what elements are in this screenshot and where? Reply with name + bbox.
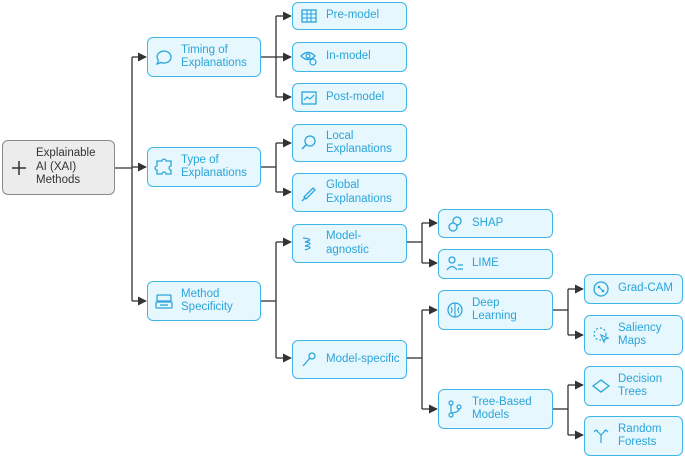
- specificity-label: Method Specificity: [181, 287, 233, 314]
- table-icon: [299, 6, 319, 26]
- shap-label: SHAP: [472, 216, 504, 229]
- eye-gear-icon: [299, 47, 319, 67]
- model-specific-node: Model-specific: [292, 340, 407, 379]
- chat-bubble-icon: [154, 47, 174, 67]
- diamond-icon: [591, 376, 611, 396]
- model-specific-label: Model-specific: [326, 352, 400, 365]
- grad-cam-node: Grad-CAM: [584, 274, 683, 304]
- model-agnostic-node: Model-agnostic: [292, 224, 407, 263]
- pin-icon: [299, 350, 319, 370]
- saliency-maps-label: Saliency Maps: [618, 321, 662, 348]
- cash-register-icon: [154, 291, 174, 311]
- random-forests-label: Random Forests: [618, 422, 662, 449]
- line-chart-icon: [299, 88, 319, 108]
- puzzle-icon: [154, 157, 174, 177]
- global-node: Global Explanations: [292, 173, 407, 212]
- lime-label: LIME: [472, 257, 499, 270]
- random-forests-node: Random Forests: [584, 416, 683, 456]
- decision-trees-node: Decision Trees: [584, 366, 683, 406]
- spring-icon: [299, 234, 319, 254]
- tree-based-label: Tree-Based Models: [472, 395, 532, 422]
- model-agnostic-label: Model-agnostic: [326, 230, 369, 256]
- brain-icon: [445, 300, 465, 320]
- lime-node: LIME: [438, 249, 553, 279]
- timing-label: Timing of Explanations: [181, 43, 247, 70]
- in-model-node: In-model: [292, 42, 407, 72]
- deep-learning-label: Deep Learning: [472, 296, 517, 323]
- split-arrows-icon: [591, 426, 611, 446]
- telescope-icon: [299, 183, 319, 203]
- plus-icon: [9, 158, 29, 178]
- coins-icon: [445, 214, 465, 234]
- pre-model-node: Pre-model: [292, 2, 407, 30]
- deep-learning-node: Deep Learning: [438, 290, 553, 330]
- global-label: Global Explanations: [326, 179, 392, 205]
- post-model-node: Post-model: [292, 83, 407, 112]
- tree-based-node: Tree-Based Models: [438, 389, 553, 429]
- git-branch-icon: [445, 399, 465, 419]
- root-label: Explainable AI (XAI) Methods: [36, 147, 96, 187]
- shap-node: SHAP: [438, 209, 553, 238]
- grad-cam-label: Grad-CAM: [618, 282, 673, 295]
- saliency-maps-node: Saliency Maps: [584, 315, 683, 355]
- brain-network-icon: [591, 279, 611, 299]
- magnifier-icon: [299, 133, 319, 153]
- cursor-icon: [591, 325, 611, 345]
- user-sliders-icon: [445, 254, 465, 274]
- in-model-label: In-model: [326, 50, 371, 63]
- type-node: Type of Explanations: [147, 147, 261, 187]
- post-model-label: Post-model: [326, 90, 385, 103]
- specificity-node: Method Specificity: [147, 281, 261, 321]
- root-node: Explainable AI (XAI) Methods: [2, 140, 115, 195]
- type-label: Type of Explanations: [181, 153, 247, 180]
- timing-node: Timing of Explanations: [147, 37, 261, 77]
- local-node: Local Explanations: [292, 124, 407, 162]
- pre-model-label: Pre-model: [326, 9, 380, 22]
- decision-trees-label: Decision Trees: [618, 372, 663, 399]
- local-label: Local Explanations: [326, 129, 392, 156]
